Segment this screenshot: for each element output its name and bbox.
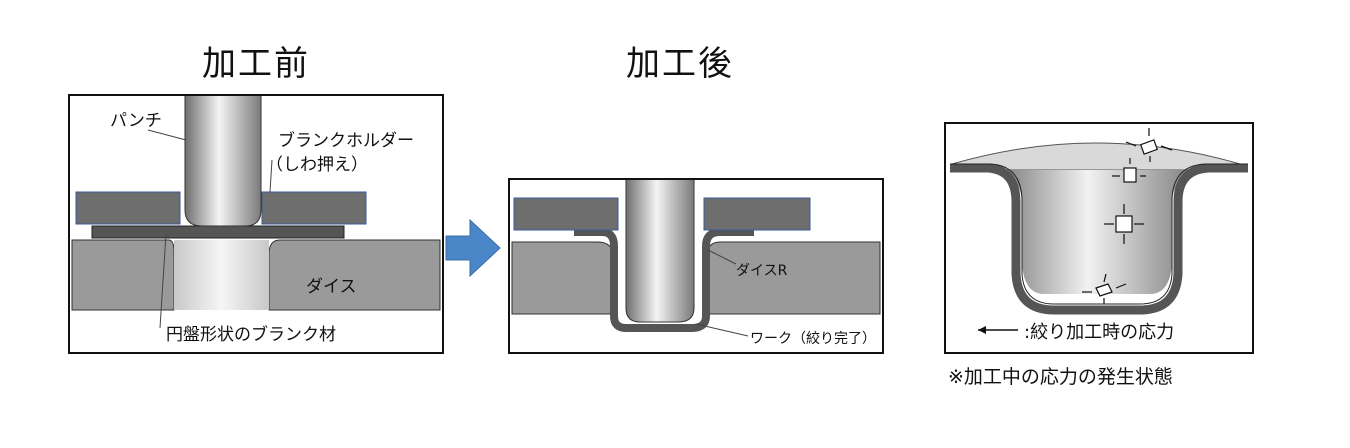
blank-leader <box>159 233 167 329</box>
before-diagram <box>71 96 441 329</box>
stress-diagram <box>950 128 1248 334</box>
drawn-work <box>574 228 754 332</box>
die-right <box>705 241 881 315</box>
die-r-leader <box>707 249 737 265</box>
after-panel: ダイスR ワーク（絞り完了） <box>508 178 884 354</box>
after-title: 加工後 <box>626 44 734 84</box>
stress-element-bottom <box>1082 273 1127 304</box>
punch <box>184 96 262 227</box>
cup-body <box>998 170 1198 294</box>
work-leader <box>695 323 749 337</box>
holder-right <box>703 197 811 231</box>
die-hole <box>174 240 269 310</box>
die-r-label: ダイスR <box>736 263 788 279</box>
die-left <box>71 239 175 311</box>
right-arrow-icon <box>445 218 501 278</box>
after-diagram <box>511 180 881 337</box>
before-panel: パンチ ブランクホルダー （しわ押え） ダイス 円盤形状のブランク材 <box>68 94 444 354</box>
stress-panel: :絞り加工時の応力 <box>944 122 1254 354</box>
holder-left <box>75 191 181 225</box>
stress-element-wall-upper <box>1112 158 1146 183</box>
holder-label-sub: （しわ押え） <box>266 155 368 175</box>
blank-label: 円盤形状のブランク材 <box>166 325 336 345</box>
stress-element-flange <box>1125 128 1173 162</box>
holder-label: ブランクホルダー <box>278 131 414 151</box>
work-label: ワーク（絞り完了） <box>750 331 876 347</box>
stress-caption: ※加工中の応力の発生状態 <box>948 366 1173 388</box>
blank-disc <box>91 225 345 239</box>
punch-leader <box>147 129 187 141</box>
stress-legend: :絞り加工時の応力 <box>1024 322 1175 343</box>
cup-outline <box>950 163 1248 305</box>
cup-wall <box>950 163 1248 315</box>
punch-label: パンチ <box>110 111 162 131</box>
die-left <box>511 241 615 315</box>
holder-right <box>261 191 367 225</box>
holder-left <box>513 197 619 231</box>
die-label: ダイス <box>306 277 357 297</box>
before-title: 加工前 <box>202 44 310 84</box>
holder-leader <box>269 159 273 193</box>
punch <box>625 180 695 323</box>
stress-element-wall <box>1104 204 1144 244</box>
